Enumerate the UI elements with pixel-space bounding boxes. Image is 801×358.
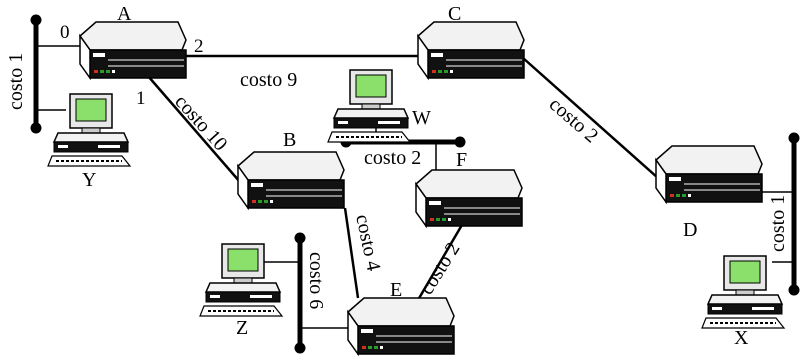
host-z-icon bbox=[199, 243, 283, 317]
router-d-label: D bbox=[683, 219, 697, 241]
cost-f-e: costo 2 bbox=[416, 238, 465, 298]
host-x-icon bbox=[701, 255, 785, 329]
router-c-label: C bbox=[448, 3, 461, 25]
lan-z-segment bbox=[264, 232, 348, 354]
host-y-label: Y bbox=[82, 169, 96, 191]
router-d-icon bbox=[655, 145, 763, 203]
router-f-icon bbox=[415, 169, 523, 227]
router-a-port-0: 0 bbox=[60, 22, 70, 43]
lan-y-segment bbox=[30, 14, 84, 134]
cost-a-c: costo 9 bbox=[240, 69, 297, 91]
link-c-d bbox=[522, 57, 659, 179]
router-a-label: A bbox=[117, 3, 132, 25]
cost-lan-x: costo 1 bbox=[767, 195, 789, 252]
router-f-label: F bbox=[456, 149, 467, 171]
host-y-icon bbox=[47, 93, 131, 167]
host-x-label: X bbox=[734, 327, 749, 349]
link-f-e bbox=[416, 217, 468, 301]
router-e-label: E bbox=[390, 279, 402, 301]
router-b-icon bbox=[237, 151, 345, 209]
cost-lan-y: costo 1 bbox=[5, 53, 27, 110]
link-a-b bbox=[147, 75, 241, 183]
host-w-label: W bbox=[412, 107, 431, 129]
router-e-icon bbox=[347, 297, 455, 355]
link-b-e bbox=[343, 207, 360, 299]
router-a-port-1: 1 bbox=[136, 88, 146, 109]
cost-lan-z: costo 6 bbox=[305, 252, 327, 309]
router-a-icon bbox=[79, 21, 187, 79]
host-z-label: Z bbox=[236, 317, 248, 339]
lan-x-segment bbox=[762, 132, 800, 296]
router-c-icon bbox=[417, 21, 525, 79]
cost-a-b: costo 10 bbox=[170, 91, 231, 156]
host-w-icon bbox=[327, 69, 411, 143]
router-b-label: B bbox=[283, 129, 296, 151]
router-a-port-2: 2 bbox=[194, 36, 204, 57]
cost-b-e: costo 4 bbox=[351, 212, 384, 273]
cost-lan-w: costo 2 bbox=[364, 147, 421, 169]
